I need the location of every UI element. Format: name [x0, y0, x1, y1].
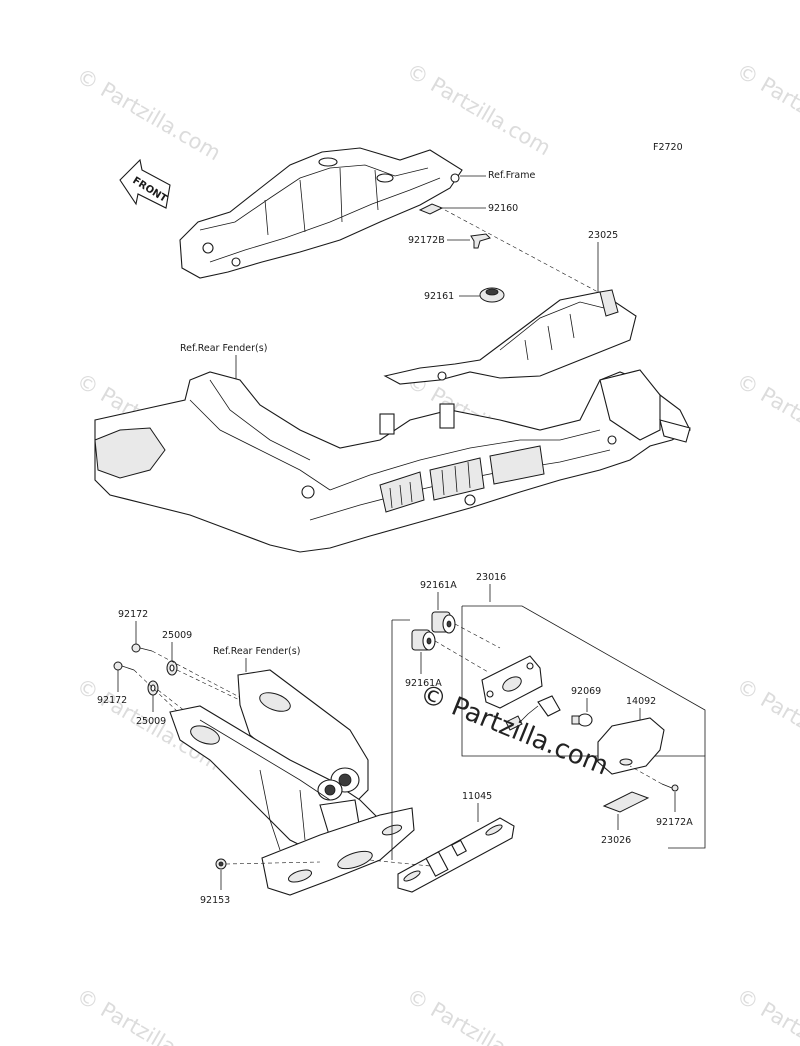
part-92153 [215, 858, 321, 870]
part-11045 [397, 817, 515, 893]
part-92161: 92161 [424, 287, 505, 303]
part-label-92161A-bottom: 92161A [405, 678, 442, 689]
part-socket [505, 695, 561, 731]
part-label-92160: 92160 [488, 203, 518, 214]
part-label-92161: 92161 [424, 291, 454, 302]
diagram-code: F2720 [653, 142, 683, 153]
part-label-23026: 23026 [601, 835, 631, 846]
watermark: © Partzilla.com [73, 64, 225, 166]
part-92172B: 92172B [408, 233, 491, 249]
part-label-11045: 11045 [462, 791, 492, 802]
part-label-92172B: 92172B [408, 235, 445, 246]
part-label-25009-bottom: 25009 [136, 716, 166, 727]
part-92161A-bottom [411, 629, 436, 651]
ref-frame-label: Ref.Frame [488, 170, 535, 181]
part-label-92069: 92069 [571, 686, 601, 697]
group-23016-bracket [391, 584, 706, 860]
ref-rear-fender-top-label: Ref.Rear Fender(s) [180, 343, 267, 354]
watermark: © Partzilla.com [733, 369, 800, 471]
part-92161A-top [431, 611, 456, 634]
part-14092 [597, 717, 665, 775]
part-92172A [629, 765, 679, 792]
part-label-14092: 14092 [626, 696, 656, 707]
part-label-23016: 23016 [476, 572, 506, 583]
part-label-92172A: 92172A [656, 817, 693, 828]
watermark: © Partzilla.com [733, 59, 800, 161]
watermark: © Partzilla.com [403, 59, 555, 161]
part-92172-top [131, 643, 153, 653]
ref-rear-fender-bottom-label: Ref.Rear Fender(s) [213, 646, 300, 657]
front-arrow-icon: FRONT [119, 158, 171, 209]
rear-fender-assembly [94, 369, 691, 553]
watermark: © Partzilla.com [403, 984, 555, 1046]
part-92160: 92160 [418, 203, 518, 215]
watermark: © Partzilla.com [73, 984, 225, 1046]
part-92172-bottom [113, 661, 135, 671]
part-92069 [571, 713, 593, 727]
part-label-92172-bottom: 92172 [97, 695, 127, 706]
part-label-23025: 23025 [588, 230, 618, 241]
watermark: © Partzilla.com [733, 984, 800, 1046]
part-25009-bottom [147, 680, 159, 696]
part-label-92172-top: 92172 [118, 609, 148, 620]
part-label-92161A-top: 92161A [420, 580, 457, 591]
watermark: © Partzilla.com [733, 674, 800, 776]
part-25009-top [166, 660, 178, 676]
part-label-25009-top: 25009 [162, 630, 192, 641]
frame-bracket [179, 147, 463, 279]
part-label-92153: 92153 [200, 895, 230, 906]
part-23025 [383, 289, 637, 385]
license-bracket [169, 669, 415, 896]
part-license-light-housing [481, 655, 543, 709]
part-23026 [602, 791, 650, 813]
